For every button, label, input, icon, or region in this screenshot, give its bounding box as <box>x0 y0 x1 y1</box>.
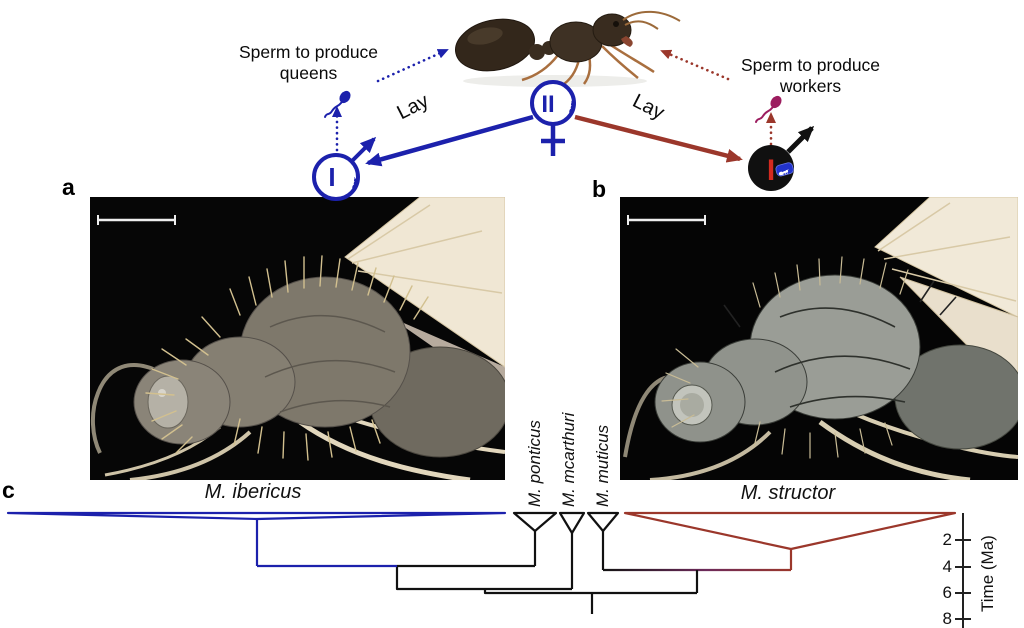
clade-ibericus <box>6 511 507 568</box>
species-label-structor: M. structor <box>740 482 836 504</box>
species-label-ponticus: M. ponticus <box>525 420 544 507</box>
clade-structor <box>623 511 957 570</box>
scale-bar <box>627 215 706 225</box>
species-label-muticus: M. muticus <box>593 424 612 507</box>
species-label-mcarthuri: M. mcarthuri <box>559 412 578 507</box>
axis-tick-8: 8 <box>942 609 952 628</box>
panel-b-label: b <box>592 176 607 202</box>
mars-arrow-icon <box>786 125 815 154</box>
sperm-cell-blue-icon <box>324 90 351 118</box>
sperm-to-queens-label: Sperm to produce queens <box>238 42 379 83</box>
blue-male-I-symbol: I <box>312 136 377 201</box>
wiry-bristles <box>661 256 909 459</box>
mars-arrow-icon <box>349 136 377 164</box>
clade-ponticus <box>512 511 558 533</box>
time-axis <box>955 513 971 628</box>
time-axis-label: Time (Ma) <box>978 535 997 612</box>
scale-bar <box>97 215 176 225</box>
life-cycle-diagram: II I I <box>312 48 815 201</box>
sperm-to-workers-label: Sperm to produce workers <box>740 55 881 96</box>
photo-panel-b <box>620 197 1018 480</box>
photo-panel-a <box>90 197 505 480</box>
axis-tick-6: 6 <box>942 583 952 602</box>
lay-arrow-blue <box>365 114 534 167</box>
queen-ant-illustration <box>455 10 681 87</box>
queen-circle-label: II <box>541 91 554 118</box>
axis-tick-2: 2 <box>942 530 952 549</box>
phylogenetic-tree <box>6 511 971 628</box>
black-male-I-symbol: I <box>748 125 815 191</box>
hairy-ant-male-photo <box>90 197 505 480</box>
sperm-cell-magenta-icon <box>755 95 782 123</box>
sperm-to-ant-arrow-maroon <box>660 49 730 81</box>
bristly-ant-male-photo <box>620 197 1018 480</box>
axis-tick-4: 4 <box>942 557 952 576</box>
panel-c-label: c <box>2 477 15 503</box>
panel-a-label: a <box>62 174 75 200</box>
species-label-ibericus: M. ibericus <box>204 481 302 503</box>
clade-muticus <box>586 511 620 533</box>
lay-arrow-maroon <box>574 114 743 163</box>
black-male-circle-label: I <box>767 154 775 187</box>
blue-male-circle-label: I <box>328 162 335 192</box>
queen-ant-photo <box>455 10 681 87</box>
queen-II-symbol: II <box>530 80 577 156</box>
clade-mcarthuri <box>558 511 586 535</box>
golden-hairs <box>145 255 429 461</box>
